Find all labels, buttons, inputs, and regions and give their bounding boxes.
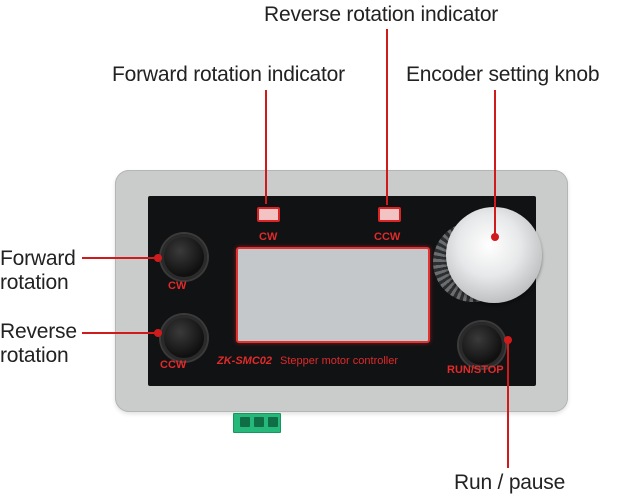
- terminal-slot: [268, 417, 278, 427]
- encoder-knob-callout: Encoder setting knob: [406, 63, 600, 86]
- reverse-indicator-callout: Reverse rotation indicator: [264, 3, 499, 26]
- model-description: Stepper motor controller: [280, 355, 399, 367]
- encoder-knob-leader-dot: [491, 233, 499, 241]
- forward-indicator-leader: [265, 90, 267, 204]
- terminal-slot: [240, 417, 250, 427]
- reverse-indicator-leader: [386, 29, 388, 205]
- ccw-button[interactable]: [161, 315, 207, 361]
- ccw-button-label: CCW: [160, 359, 187, 371]
- cw-button-label: CW: [168, 280, 187, 292]
- forward-rotation-leader: [82, 257, 158, 259]
- led-cw-label: CW: [259, 231, 278, 243]
- reverse-rotation-leader: [82, 332, 158, 334]
- reverse-led-indicator: [378, 207, 401, 222]
- reverse-rotation-callout: Reverse rotation: [0, 320, 77, 367]
- forward-led-indicator: [257, 207, 280, 222]
- encoder-knob-leader: [494, 90, 496, 236]
- reverse-rotation-leader-dot: [154, 329, 162, 337]
- run-pause-leader-dot: [504, 336, 512, 344]
- forward-rotation-callout: Forward rotation: [0, 247, 76, 294]
- lcd-screen: [236, 247, 430, 343]
- cw-button[interactable]: [161, 234, 207, 280]
- led-ccw-label: CCW: [374, 231, 401, 243]
- run-stop-button[interactable]: [459, 322, 505, 368]
- forward-rotation-leader-dot: [154, 254, 162, 262]
- forward-indicator-callout: Forward rotation indicator: [112, 63, 345, 86]
- model-name: ZK-SMC02: [217, 355, 273, 367]
- run-pause-callout: Run / pause: [454, 471, 566, 494]
- run-pause-leader: [507, 340, 509, 468]
- run-stop-button-label: RUN/STOP: [447, 364, 504, 376]
- model-label: ZK-SMC02 Stepper motor controller: [217, 356, 398, 367]
- terminal-slot: [254, 417, 264, 427]
